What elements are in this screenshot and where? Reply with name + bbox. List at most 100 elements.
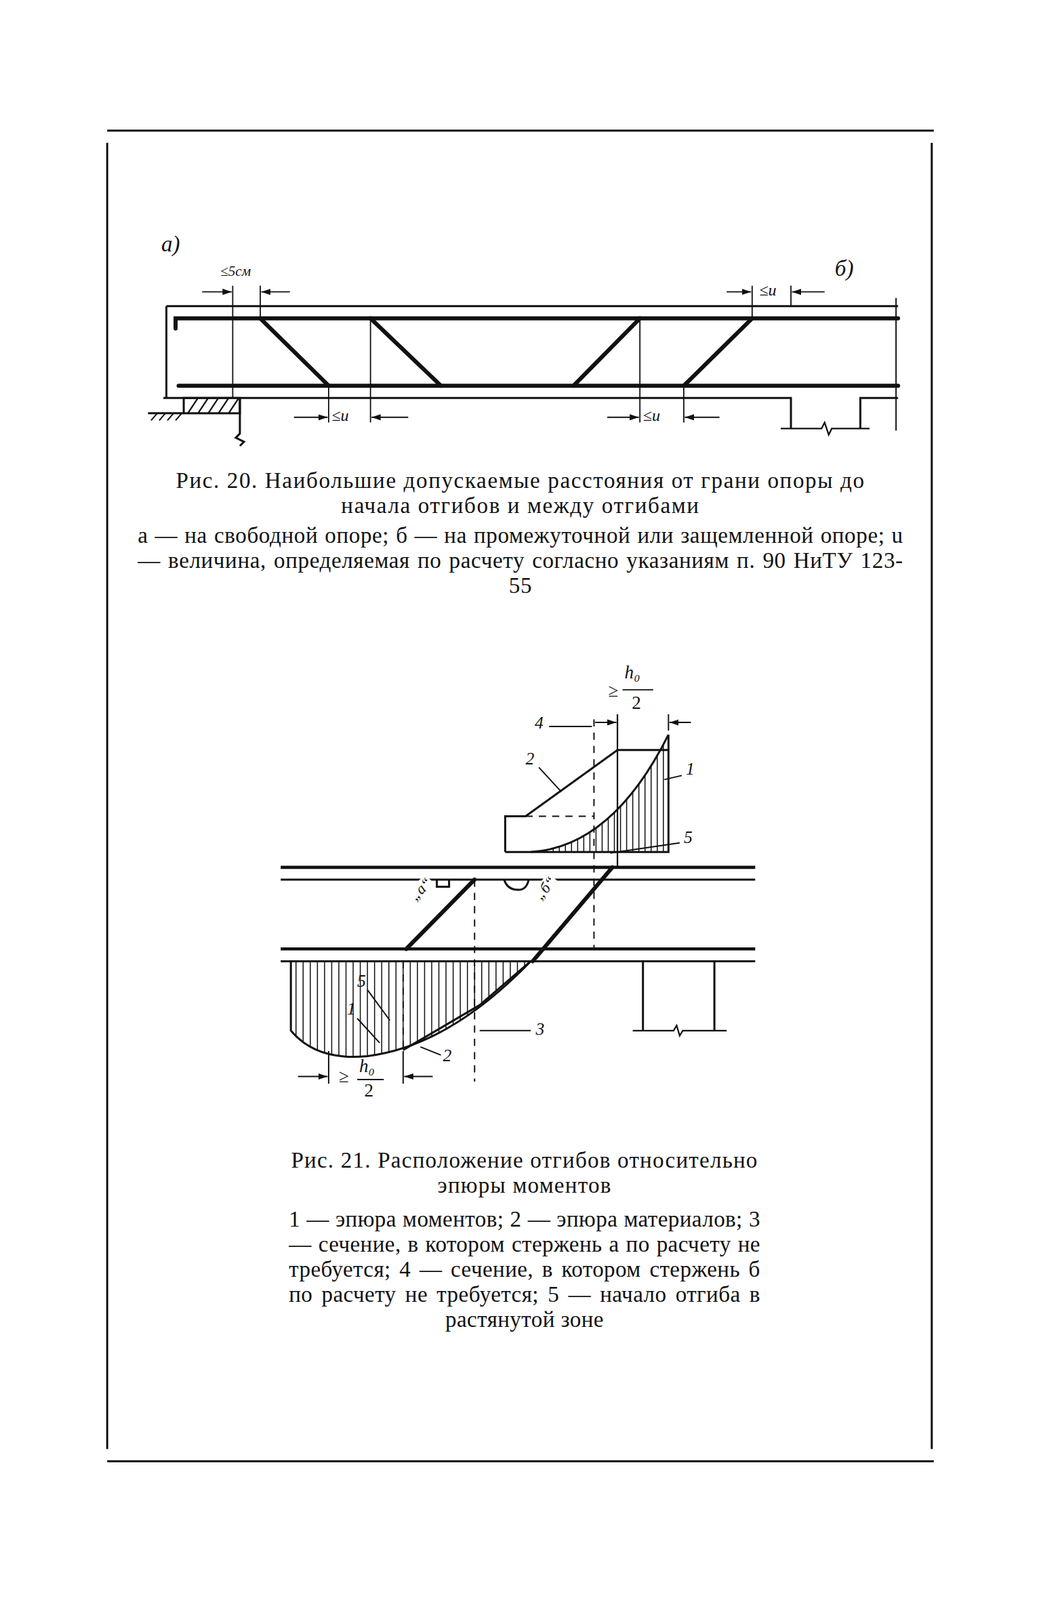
moment-hatch	[296, 961, 525, 1067]
leader-line	[538, 767, 562, 792]
moment-hatch	[534, 729, 664, 854]
section-line	[593, 719, 595, 950]
callout-number: 1	[685, 760, 695, 779]
section-line	[403, 719, 595, 1083]
extension-line	[683, 385, 685, 423]
hatch-line	[466, 961, 469, 1067]
beam-lines	[280, 960, 755, 963]
hatch-line	[380, 961, 383, 1067]
hatch-line	[638, 729, 640, 854]
beam-lines	[280, 867, 755, 1036]
hatch-line	[571, 729, 573, 854]
moment-diagram	[504, 734, 669, 852]
hatch-line	[302, 961, 305, 1067]
hatch-line	[331, 961, 333, 1067]
beam-lines	[504, 879, 529, 890]
beam-outline	[860, 397, 898, 429]
hatch-line	[410, 961, 412, 1067]
beam-outline	[163, 298, 898, 436]
figure-caption: Рис. 21. Расположение отгибов относитель…	[288, 1147, 761, 1198]
callout-number: 2	[525, 750, 535, 768]
beam-outline	[163, 397, 791, 429]
rebar	[260, 318, 329, 386]
callout-number: 5	[357, 972, 366, 991]
extension-line	[751, 286, 753, 319]
dimension-arrow	[371, 416, 408, 419]
hatch-line	[495, 961, 497, 1067]
dimension-arrow	[298, 722, 692, 1077]
beam-outline	[165, 306, 168, 399]
dimension-label: 2	[364, 1081, 375, 1100]
hatch-line	[620, 729, 622, 854]
hatch-line	[459, 961, 461, 1067]
dimension-arrow	[595, 721, 617, 724]
leader-line	[328, 689, 682, 1084]
hatch-line	[309, 961, 312, 1067]
figure-caption-legend: а — на свободной опоре; б — на промежуто…	[137, 522, 903, 598]
hatch-line	[534, 729, 536, 854]
support	[151, 413, 182, 421]
dimension-label: ≤u	[759, 281, 777, 299]
hatch-line	[488, 961, 491, 1067]
hatch-line	[546, 729, 548, 854]
figure-label: б)	[834, 256, 854, 280]
support	[235, 397, 244, 446]
rebar	[175, 318, 898, 329]
callout-number: 4	[534, 714, 544, 732]
extension-line	[232, 286, 791, 423]
support	[147, 397, 244, 446]
hatch-line	[424, 961, 426, 1067]
dimension-arrow	[298, 1076, 329, 1078]
extension-line	[370, 318, 372, 423]
dimension-arrow	[294, 416, 329, 419]
support	[147, 412, 184, 415]
dimension-label: 2	[631, 694, 642, 713]
rebar	[175, 318, 898, 386]
hatch-line	[345, 961, 347, 1067]
hatch-line	[540, 729, 542, 854]
beam-lines	[643, 961, 715, 1031]
moment-diagram	[530, 734, 669, 852]
material-diagram	[616, 714, 619, 868]
dimension-label: ≤u	[643, 407, 661, 424]
extension-line	[328, 385, 330, 423]
beam-lines	[280, 878, 755, 881]
rebar	[573, 318, 640, 386]
extension-line	[231, 286, 234, 399]
page-frame	[930, 143, 933, 1449]
figure-caption: Рис. 20. Наибольшие допускаемые расстоян…	[168, 467, 873, 518]
beam-lines	[280, 947, 755, 951]
bent-bar	[405, 867, 612, 962]
hatch-line	[589, 729, 591, 854]
hatch-line	[517, 961, 519, 1067]
dimension-arrow	[403, 1076, 433, 1078]
hatch-line	[626, 729, 628, 854]
rebar	[178, 383, 899, 388]
hatch-line	[564, 729, 566, 854]
hatch-line	[323, 961, 326, 1067]
moment-diagram	[290, 961, 531, 1057]
extension-line	[790, 286, 792, 307]
hatch-line	[416, 961, 419, 1067]
dimension-arrow	[201, 291, 232, 293]
callout-number: 2	[443, 1047, 453, 1065]
callout-number: 5	[683, 828, 693, 847]
hatch-line	[338, 961, 340, 1067]
beam-outline	[780, 422, 870, 435]
dimension-arrow	[792, 291, 825, 293]
dimension-arrow	[201, 292, 825, 418]
hatch-line	[523, 961, 526, 1067]
dimension-arrow	[607, 416, 640, 419]
dimension-label: h₀	[624, 663, 641, 682]
page-frame	[107, 1460, 934, 1463]
leader-line	[664, 775, 682, 780]
dimension-arrow	[726, 291, 751, 293]
extension-line	[259, 286, 261, 319]
page-frame	[106, 143, 109, 1449]
section-line	[402, 961, 404, 1049]
hatch-line	[431, 961, 433, 1067]
beam-lines	[280, 866, 755, 870]
hatch-line	[650, 729, 652, 854]
moment-diagram	[290, 734, 669, 1057]
